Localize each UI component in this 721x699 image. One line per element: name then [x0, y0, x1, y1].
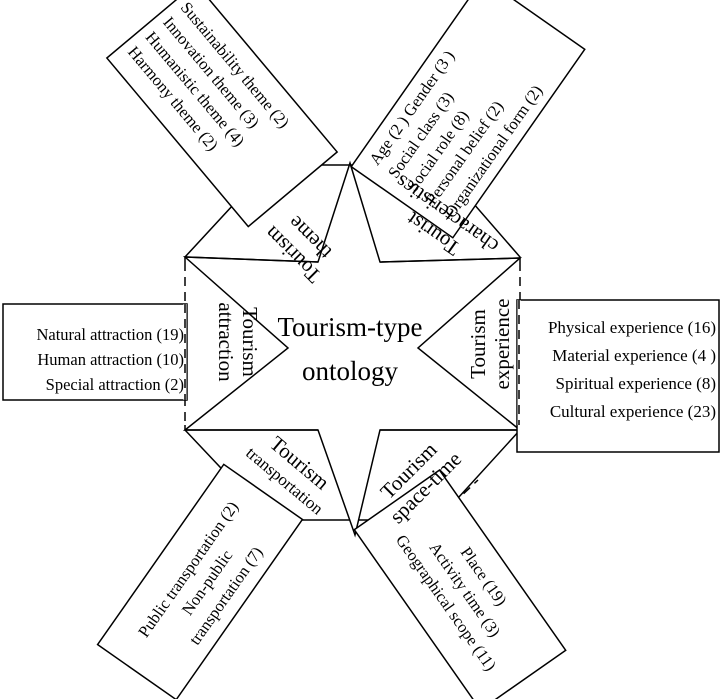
- list-item: Spiritual experience (8): [555, 374, 717, 393]
- center-title-line2: ontology: [301, 356, 398, 386]
- list-item: Cultural experience (23): [549, 402, 716, 421]
- list-item: Physical experience (16): [547, 318, 716, 337]
- attraction-items: Natural attraction (19) Human attraction…: [6, 322, 184, 397]
- list-item: Special attraction (2): [45, 375, 184, 394]
- attraction-box: [2, 303, 188, 401]
- experience-box: [516, 299, 720, 453]
- list-item: Human attraction (10): [37, 350, 184, 369]
- tourist-box: [350, 0, 586, 239]
- theme-box: [105, 0, 339, 228]
- spacetime-box: [353, 469, 567, 699]
- transportation-box: [96, 463, 304, 699]
- list-item: Natural attraction (19): [36, 325, 184, 344]
- center-title-line1: Tourism-type: [277, 312, 423, 342]
- experience-items: Physical experience (16) Material experi…: [524, 314, 716, 426]
- center-title: Tourism-type ontology: [250, 305, 450, 393]
- list-item: Material experience (4 ): [552, 346, 716, 365]
- category-experience: Tourism experience: [466, 298, 514, 390]
- category-attraction: Tourism attraction: [214, 302, 262, 382]
